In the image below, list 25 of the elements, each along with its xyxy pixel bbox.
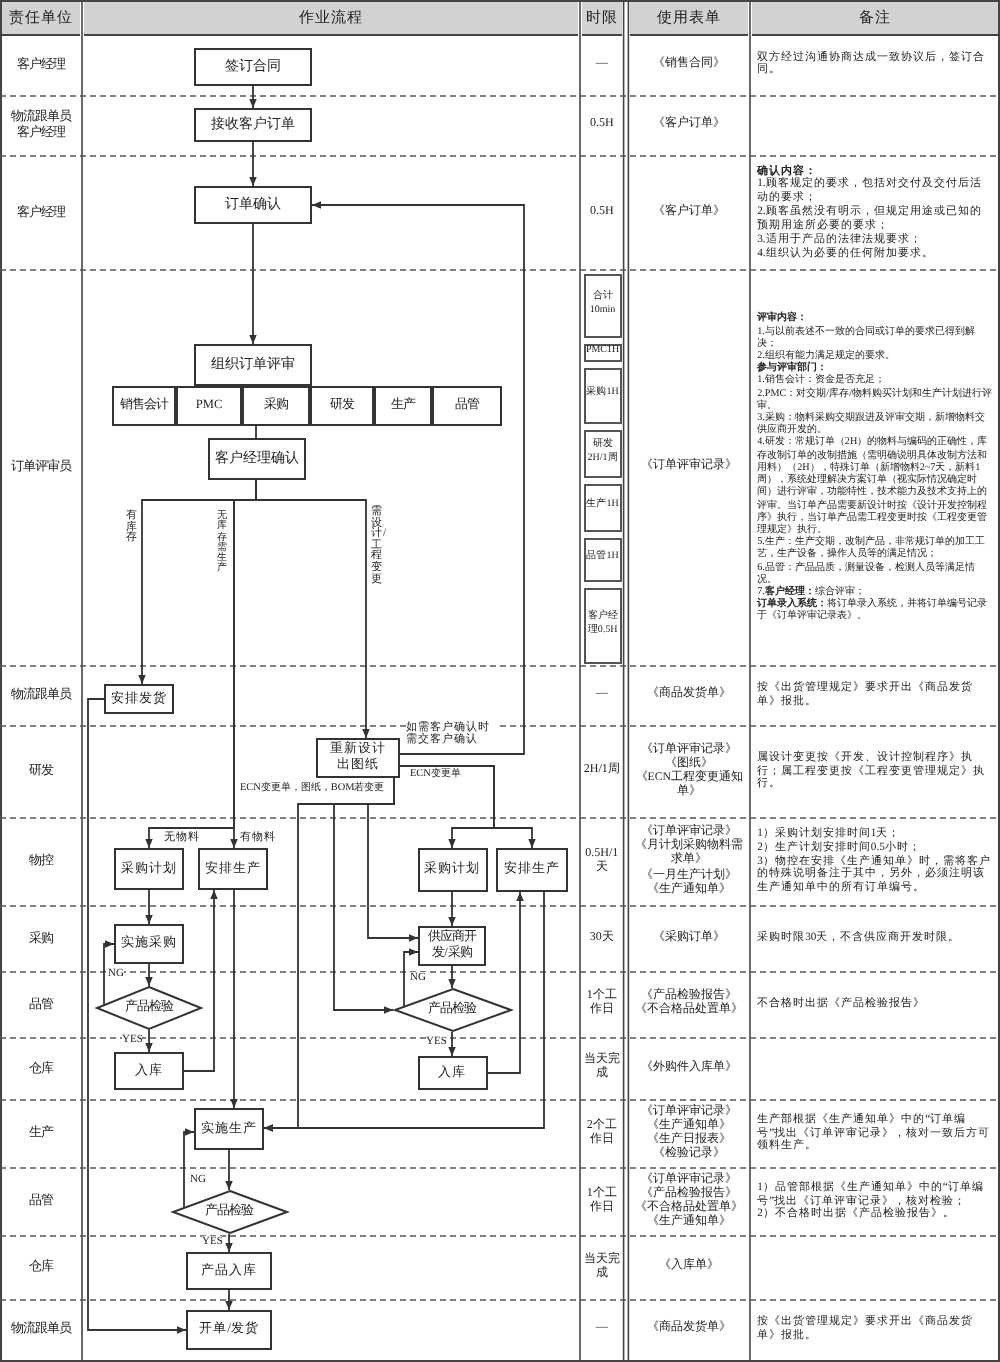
arrow bbox=[448, 1031, 456, 1057]
arrow bbox=[263, 891, 545, 1132]
arrow bbox=[399, 765, 536, 849]
arrow bbox=[183, 1128, 195, 1208]
arrow bbox=[145, 889, 153, 925]
arrow bbox=[145, 1029, 153, 1053]
arrow bbox=[249, 141, 257, 187]
arrow bbox=[103, 940, 115, 1006]
arrow bbox=[255, 479, 370, 739]
arrow bbox=[486, 891, 524, 1074]
arrow bbox=[249, 223, 257, 345]
arrow bbox=[367, 777, 419, 942]
arrow bbox=[311, 201, 525, 755]
arrow bbox=[87, 698, 187, 1334]
arrow bbox=[448, 965, 456, 989]
arrow bbox=[225, 1149, 233, 1191]
arrow bbox=[225, 1289, 233, 1311]
arrow bbox=[145, 963, 153, 987]
connector-line bbox=[255, 425, 257, 439]
arrow bbox=[448, 891, 456, 927]
arrow bbox=[403, 948, 419, 1007]
arrow bbox=[230, 889, 238, 1109]
arrow bbox=[183, 889, 218, 1072]
arrow bbox=[225, 1233, 233, 1253]
arrow bbox=[249, 85, 257, 109]
